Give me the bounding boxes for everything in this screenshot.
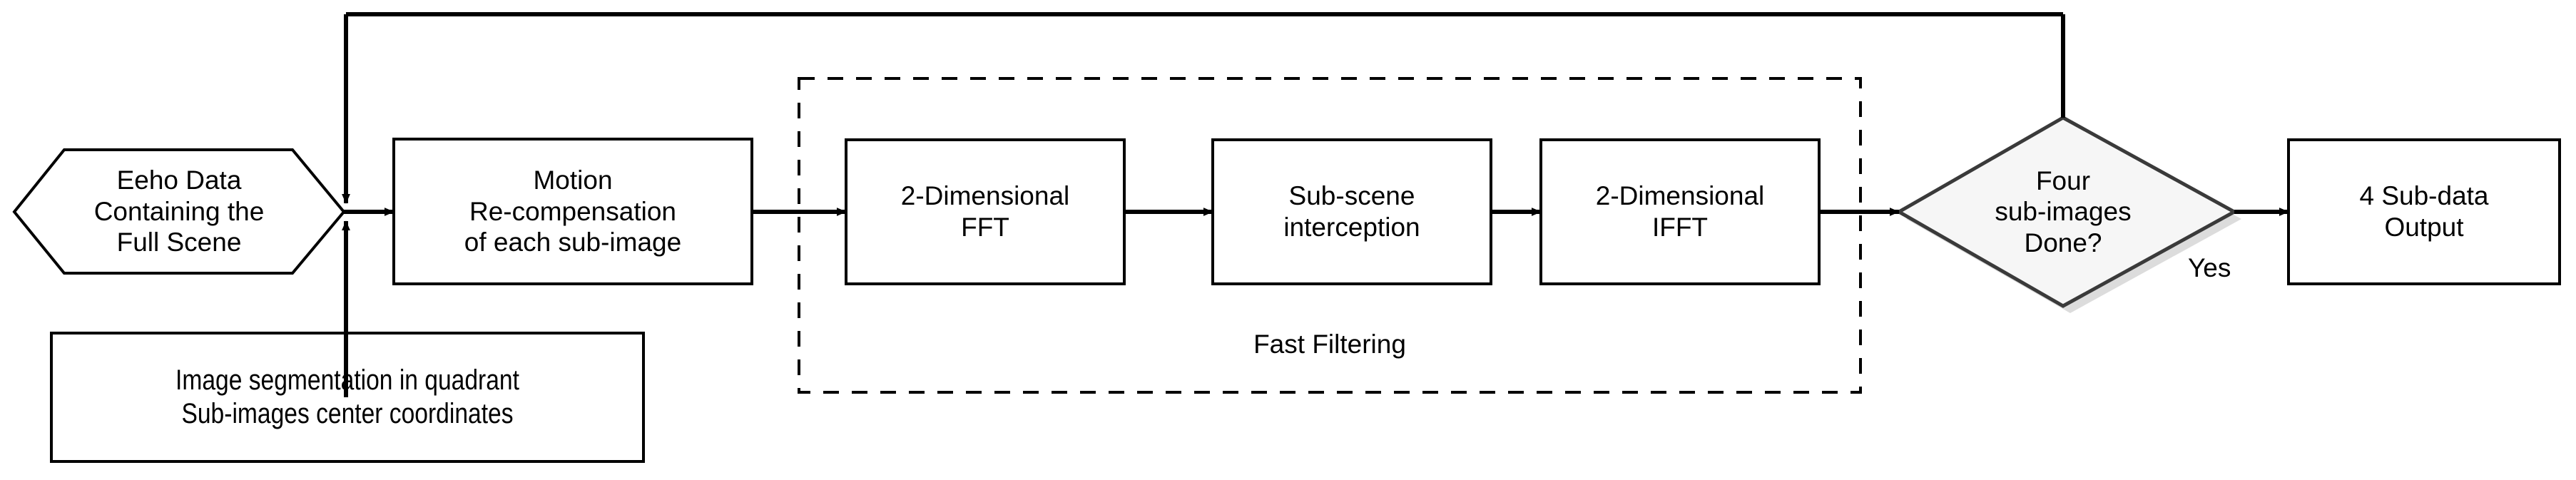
fft-2d-box (845, 138, 1126, 285)
ifft-2d-box (1539, 138, 1821, 285)
four-sub-images-done-diamond (1895, 116, 2239, 308)
sub-data-output-box (2287, 138, 2561, 285)
echo-data-hexagon (12, 148, 346, 275)
sub-scene-interception-box (1211, 138, 1492, 285)
fast-filtering-group-label: Fast Filtering (1253, 330, 1406, 359)
motion-recompensation-box (392, 138, 753, 285)
yes-branch-label: Yes (2188, 253, 2231, 282)
